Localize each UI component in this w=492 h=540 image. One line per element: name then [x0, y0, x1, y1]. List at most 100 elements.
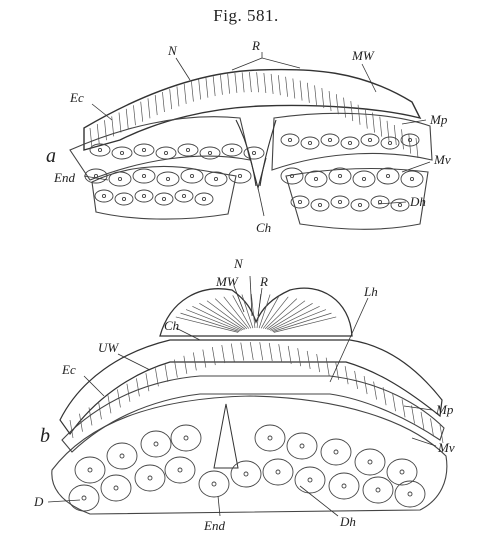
cell-nucleus [208, 151, 211, 154]
yolk-cell [329, 473, 359, 499]
cell-nucleus [142, 148, 145, 151]
yolk-cell [75, 457, 105, 483]
ectoderm-cell-wall [119, 113, 121, 133]
ectoderm-cell-wall [184, 84, 186, 104]
ectoderm-cell-wall [98, 401, 101, 419]
cell-nucleus [102, 194, 105, 197]
label-b-Mp: Mp [435, 402, 454, 417]
ectoderm-cell-wall [300, 81, 302, 101]
cell-nucleus [142, 194, 145, 197]
yolk-cell [295, 467, 325, 493]
cell [133, 169, 155, 183]
ectoderm-cell-wall [220, 75, 222, 95]
cell-nucleus [378, 200, 381, 203]
ectoderm-cell-wall [228, 74, 230, 94]
cell [391, 199, 409, 211]
label-b-Dh: Dh [339, 514, 356, 529]
ectoderm-cell-wall [336, 94, 338, 114]
yolk-cell [321, 439, 351, 465]
ectoderm-cell-wall [146, 373, 149, 391]
ectoderm-cell-wall [307, 83, 309, 103]
ectoderm-cell-wall [97, 124, 99, 144]
cell-nucleus [214, 177, 217, 180]
yolk-cell [171, 425, 201, 451]
label-b-Ec: Ec [61, 362, 76, 377]
yolk-cell [135, 465, 165, 491]
yolk-cell [395, 481, 425, 507]
ectoderm-cell-wall [345, 366, 348, 384]
ectoderm-cell-wall [241, 343, 244, 361]
cell-nucleus [318, 203, 321, 206]
cell-nucleus [398, 203, 401, 206]
cell-nucleus [202, 197, 205, 200]
cell-nucleus [338, 174, 341, 177]
panel-a-ectoderm-outline [84, 69, 420, 150]
ectoderm-cell-wall [317, 354, 320, 372]
yolk-cell-nucleus [342, 484, 346, 488]
neural-plate-cell-wall [186, 310, 240, 331]
cell [175, 190, 193, 202]
label-a-N: N [167, 43, 178, 58]
neural-plate-cell-wall [274, 317, 336, 332]
ectoderm-cell-wall [387, 121, 389, 141]
ectoderm-cell-wall [288, 346, 291, 364]
cell [85, 169, 107, 183]
cell [371, 196, 389, 208]
cell-nucleus [338, 200, 341, 203]
panel-b-endoderm-outline [52, 396, 447, 514]
cell-nucleus [186, 148, 189, 151]
cell-nucleus [348, 141, 351, 144]
cell-nucleus [410, 177, 413, 180]
yolk-cell [363, 477, 393, 503]
neural-plate-cell-wall [272, 310, 326, 331]
ectoderm-cell-wall [326, 358, 329, 376]
yolk-cell [141, 431, 171, 457]
panel-a-letter: a [46, 145, 56, 167]
cell-nucleus [314, 177, 317, 180]
ectoderm-cell-wall [104, 120, 106, 140]
cell [95, 190, 113, 202]
ectoderm-cell-wall [162, 92, 164, 112]
label-b-Ch: Ch [164, 318, 179, 333]
ectoderm-cell-wall [315, 85, 317, 105]
cell-nucleus [252, 151, 255, 154]
yolk-cell-nucleus [276, 470, 280, 474]
neural-plate-cell-wall [215, 299, 247, 329]
ectoderm-cell-wall [231, 344, 234, 362]
yolk-cell-nucleus [82, 496, 86, 500]
cell [157, 172, 179, 186]
ectoderm-cell-wall [203, 350, 206, 368]
yolk-cell-nucleus [268, 436, 272, 440]
cell-nucleus [358, 203, 361, 206]
ectoderm-cell-wall [271, 74, 273, 94]
figure-title: Fig. 581. [0, 6, 492, 26]
yolk-cell-nucleus [178, 468, 182, 472]
cell [305, 171, 327, 187]
label-b-N: N [233, 256, 244, 271]
label-b-Lh: Lh [363, 284, 378, 299]
cell-nucleus [388, 141, 391, 144]
yolk-cell-nucleus [300, 444, 304, 448]
label-a-Mv: Mv [433, 152, 451, 167]
yolk-cell-nucleus [212, 482, 216, 486]
yolk-cell-nucleus [334, 450, 338, 454]
neural-plate-cell-wall [259, 295, 270, 329]
cell [115, 193, 133, 205]
yolk-cell-nucleus [368, 460, 372, 464]
cell-nucleus [122, 197, 125, 200]
ectoderm-cell-wall [170, 89, 172, 109]
label-b-End: End [203, 518, 225, 533]
ectoderm-cell-wall [394, 125, 396, 145]
cell [200, 147, 220, 159]
ectoderm-cell-wall [260, 342, 263, 360]
cell [281, 168, 303, 184]
ectoderm-cell-wall [126, 109, 128, 129]
ectoderm-cell-wall [136, 378, 139, 396]
yolk-cell [287, 433, 317, 459]
ectoderm-cell-wall [393, 393, 396, 411]
panel-b-yolk-cells [69, 425, 425, 511]
ectoderm-cell-wall [155, 95, 157, 115]
ectoderm-cell-wall [351, 101, 353, 121]
yolk-cell [101, 475, 131, 501]
